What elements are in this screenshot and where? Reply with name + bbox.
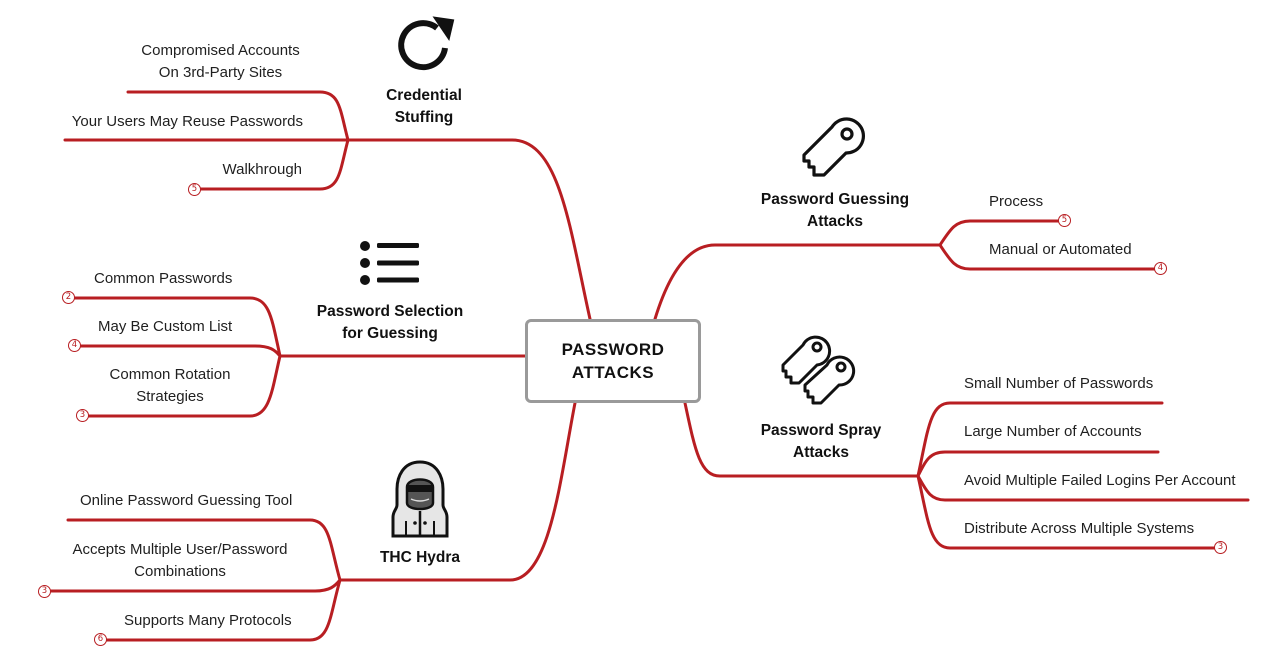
leaf-line-protocols — [98, 578, 342, 642]
leaf-line-online — [66, 518, 342, 582]
connector-thc-hydra — [338, 401, 577, 582]
leaf-accepts-line2: Combinations — [134, 563, 226, 580]
badge-supports-protocols[interactable]: 6 — [94, 633, 107, 646]
leaf-rotation-line2: Strategies — [136, 388, 204, 405]
badge-accepts-multiple[interactable]: 3 — [38, 585, 51, 598]
badge-rotation-strategies[interactable]: 3 — [76, 409, 89, 422]
leaf-reuse-passwords[interactable]: Your Users May Reuse Passwords — [71, 113, 303, 130]
badge-custom-list[interactable]: 4 — [68, 339, 81, 352]
hooded-hacker-icon — [391, 460, 449, 538]
list-icon — [360, 241, 419, 285]
leaf-compromised-line1: Compromised Accounts — [141, 42, 300, 59]
refresh-icon — [398, 16, 455, 71]
leaf-line-rotation — [80, 354, 282, 418]
branch-spray-line1: Password Spray — [760, 422, 882, 439]
leaf-common-passwords[interactable]: Common Passwords — [94, 270, 233, 287]
connector-password-spray — [683, 401, 920, 478]
badge-distribute-systems[interactable]: 3 — [1214, 541, 1227, 554]
branch-guessing-line2: Attacks — [807, 213, 863, 230]
leaf-custom-list[interactable]: May Be Custom List — [98, 318, 233, 335]
key-icon — [802, 117, 866, 177]
connector-password-guessing — [653, 243, 942, 321]
leaf-line-manual — [938, 243, 1162, 271]
branch-credential-line1: Credential — [386, 87, 462, 104]
leaf-compromised-line2: On 3rd-Party Sites — [158, 64, 283, 81]
leaf-line-custom — [73, 344, 282, 358]
branch-hydra-line1: THC Hydra — [379, 549, 461, 566]
leaf-distribute-systems[interactable]: Distribute Across Multiple Systems — [964, 520, 1195, 537]
two-keys-icon — [781, 335, 856, 405]
badge-process[interactable]: 5 — [1058, 214, 1071, 227]
leaf-accepts-line1: Accepts Multiple User/Password — [72, 541, 288, 558]
leaf-walkthrough[interactable]: Walkhrough — [222, 161, 302, 178]
leaf-line-small — [916, 401, 1164, 478]
branch-spray-line2: Attacks — [793, 444, 849, 461]
leaf-line-process — [938, 219, 1065, 247]
leaf-supports-protocols[interactable]: Supports Many Protocols — [124, 612, 292, 629]
branch-thc-hydra[interactable]: THC Hydra — [358, 547, 482, 569]
branch-guessing-line1: Password Guessing — [760, 191, 910, 208]
leaf-small-number[interactable]: Small Number of Passwords — [964, 375, 1154, 392]
leaf-accepts-multiple[interactable]: Accepts Multiple User/Password Combinati… — [60, 539, 300, 583]
leaf-line-walkthrough — [193, 138, 350, 191]
leaf-rotation-line1: Common Rotation — [109, 366, 231, 383]
leaf-line-compromised — [126, 90, 350, 142]
branch-credential-stuffing[interactable]: Credential Stuffing — [364, 85, 484, 129]
badge-common-passwords[interactable]: 2 — [62, 291, 75, 304]
leaf-line-common — [66, 296, 282, 358]
leaf-avoid-failed-logins[interactable]: Avoid Multiple Failed Logins Per Account — [964, 472, 1236, 489]
center-node-password-attacks[interactable]: PASSWORD ATTACKS — [525, 319, 701, 403]
branch-password-spray[interactable]: Password Spray Attacks — [746, 420, 896, 464]
center-title-line1: PASSWORD — [561, 340, 665, 359]
leaf-process[interactable]: Process — [989, 193, 1044, 210]
leaf-manual-automated[interactable]: Manual or Automated — [989, 241, 1132, 258]
leaf-rotation-strategies[interactable]: Common Rotation Strategies — [96, 364, 244, 408]
branch-password-guessing[interactable]: Password Guessing Attacks — [745, 189, 925, 233]
leaf-compromised-accounts[interactable]: Compromised Accounts On 3rd-Party Sites — [128, 40, 313, 84]
center-title-line2: ATTACKS — [571, 363, 655, 382]
branch-password-selection[interactable]: Password Selection for Guessing — [300, 301, 480, 345]
badge-manual-automated[interactable]: 4 — [1154, 262, 1167, 275]
connector-credential-stuffing — [510, 138, 592, 321]
branch-selection-line2: for Guessing — [342, 325, 438, 342]
leaf-online-tool[interactable]: Online Password Guessing Tool — [80, 492, 293, 509]
branch-credential-line2: Stuffing — [394, 109, 454, 126]
leaf-line-distribute — [916, 474, 1222, 550]
leaf-line-large — [916, 450, 1160, 478]
leaf-large-number[interactable]: Large Number of Accounts — [964, 423, 1142, 440]
branch-selection-line1: Password Selection — [316, 303, 464, 320]
badge-walkthrough[interactable]: 5 — [188, 183, 201, 196]
